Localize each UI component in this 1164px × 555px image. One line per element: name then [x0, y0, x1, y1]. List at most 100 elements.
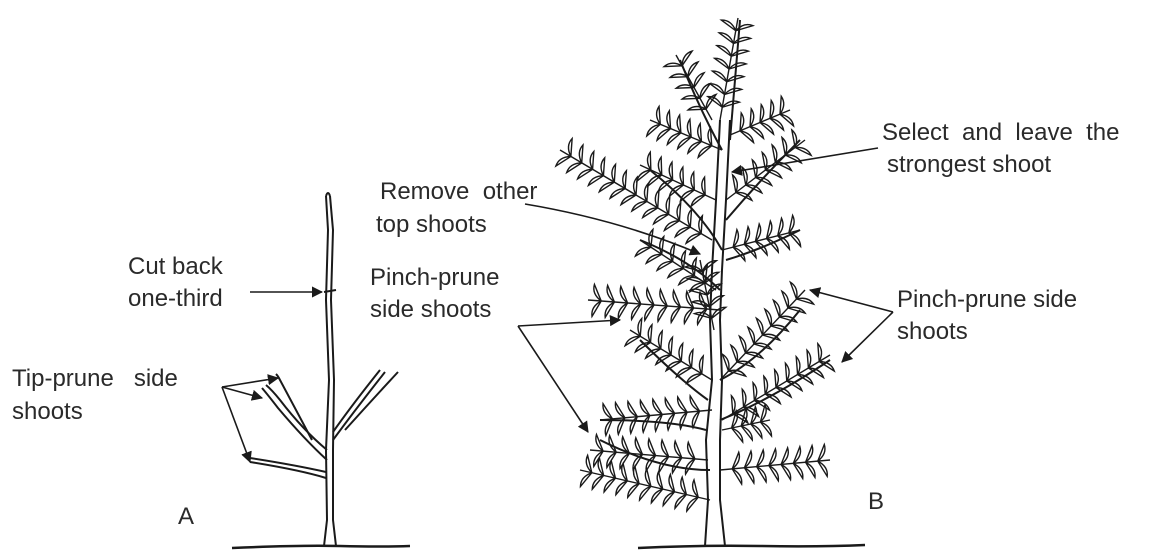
- leaflet: [658, 157, 661, 175]
- arrow-pinch-right-2: [842, 312, 893, 362]
- leaflet: [733, 230, 738, 247]
- leaflet: [646, 254, 661, 263]
- leaflet: [664, 221, 679, 231]
- leaflet: [604, 478, 615, 492]
- leaflet: [769, 466, 779, 481]
- leaflet: [746, 185, 762, 193]
- leaflet: [739, 336, 746, 353]
- leaflet: [807, 350, 811, 368]
- leaflet: [578, 169, 593, 179]
- leaflet: [616, 481, 627, 495]
- leaflet: [708, 128, 712, 146]
- leaflet: [675, 495, 686, 509]
- leaflet: [699, 356, 703, 374]
- leaflet: [685, 459, 694, 474]
- leaflet: [717, 46, 731, 57]
- leaflet: [678, 137, 692, 149]
- leaflet: [684, 308, 693, 323]
- leaflet: [790, 282, 797, 299]
- leaflet: [620, 453, 629, 468]
- leaflet: [744, 227, 749, 244]
- leaflet: [621, 195, 636, 205]
- leaflet: [769, 449, 776, 466]
- leaflet: [688, 107, 706, 110]
- leaflet: [682, 51, 692, 66]
- leaflet: [698, 124, 702, 142]
- leaflet: [740, 131, 754, 143]
- leaflet: [793, 447, 800, 464]
- leaflet: [694, 312, 711, 318]
- leaflet: [669, 337, 673, 355]
- pinch-left-label-line2: side shoots: [370, 296, 491, 324]
- leaflet: [634, 466, 640, 483]
- leaflet: [721, 20, 735, 31]
- leaflet: [692, 301, 709, 307]
- leaflet: [793, 463, 803, 478]
- leaflet: [603, 404, 613, 419]
- leaflet: [610, 461, 616, 478]
- leaflet: [605, 302, 614, 317]
- leaflet: [615, 403, 625, 418]
- leaflet: [806, 462, 816, 477]
- leaflet: [686, 291, 693, 308]
- leaflet: [734, 37, 751, 43]
- leaflet: [655, 190, 659, 208]
- leaflet: [686, 234, 701, 244]
- leaflet: [688, 62, 698, 77]
- leaflet: [806, 446, 813, 463]
- leaflet: [640, 400, 650, 415]
- leaflet: [702, 261, 716, 272]
- leaflet: [740, 113, 744, 131]
- leaflet: [719, 33, 733, 44]
- leaflet: [731, 50, 748, 56]
- leaflet: [715, 58, 729, 69]
- leaflet: [789, 233, 801, 247]
- leaflet: [637, 170, 651, 181]
- leaflet: [770, 118, 784, 130]
- leaflet: [590, 151, 594, 169]
- leaflet: [755, 224, 760, 241]
- leaflet: [742, 389, 746, 407]
- leaflet: [682, 96, 700, 99]
- leaflet: [710, 84, 724, 95]
- leaflet: [694, 73, 704, 88]
- leaflet: [671, 244, 675, 262]
- cut-back-label-line2: one-third: [128, 285, 223, 313]
- leaflet: [669, 162, 672, 180]
- leaflet: [657, 472, 663, 489]
- leaflet: [667, 413, 674, 430]
- leaflet: [692, 411, 699, 428]
- leaflet: [690, 289, 707, 295]
- leaflet: [781, 448, 788, 465]
- leaflet: [778, 236, 790, 250]
- leaflet: [796, 357, 800, 375]
- leaflet: [633, 287, 640, 304]
- leaflet: [648, 439, 655, 456]
- leaflet: [592, 301, 601, 316]
- foliage: [556, 18, 834, 511]
- leaflet: [620, 286, 627, 303]
- leaflet: [818, 444, 825, 461]
- leaflet: [678, 397, 688, 412]
- leaflet: [632, 201, 647, 211]
- leaflet: [601, 158, 605, 176]
- leaflet: [667, 111, 671, 129]
- leaflet: [687, 374, 702, 383]
- leaflet: [702, 177, 705, 195]
- leaflet: [677, 203, 681, 221]
- leaflet: [609, 436, 616, 453]
- leaflet: [732, 428, 743, 442]
- leaflet: [594, 284, 601, 301]
- leaflet: [666, 196, 670, 214]
- leaflet: [681, 477, 687, 494]
- leaflet: [592, 475, 603, 489]
- leaflet: [628, 401, 638, 416]
- leaflet: [648, 175, 662, 186]
- leaflet: [651, 489, 662, 503]
- remove-label-line2: top shoots: [376, 211, 487, 239]
- leaflet: [797, 298, 814, 304]
- leaflet: [672, 458, 681, 473]
- leaflet: [757, 467, 767, 482]
- leaflet: [671, 307, 680, 322]
- leaflet: [795, 147, 811, 155]
